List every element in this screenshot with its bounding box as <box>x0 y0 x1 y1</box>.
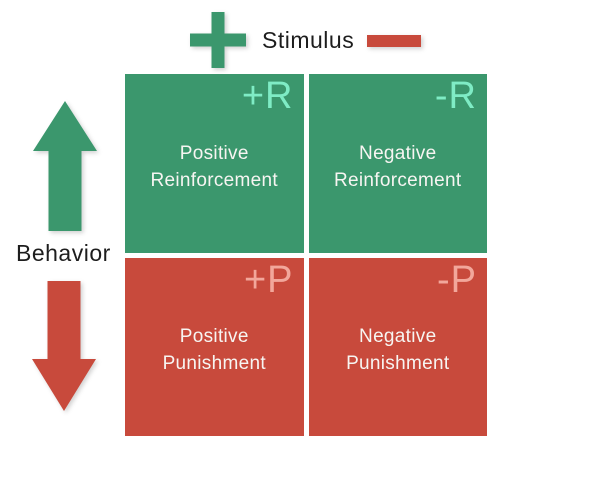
arrow-up-icon <box>33 101 97 236</box>
arrow-down-icon <box>32 281 96 416</box>
minus-icon <box>367 34 421 52</box>
plus-icon <box>190 12 246 73</box>
quadrant-label: Negative Reinforcement <box>334 142 462 191</box>
quadrant-negative-reinforcement: -R Negative Reinforcement <box>308 74 487 253</box>
quadrant-positive-punishment: +P Positive Punishment <box>125 257 304 436</box>
quadrant-label: Negative Punishment <box>346 326 450 375</box>
quadrant-label: Positive Punishment <box>162 326 266 375</box>
quadrant-grid: +R Positive Reinforcement -R Negative Re… <box>125 74 487 436</box>
quadrant-code: +R <box>241 75 294 117</box>
stimulus-axis-label: Stimulus <box>262 27 355 53</box>
quadrant-code: -R <box>434 75 477 117</box>
quadrant-negative-punishment: -P Negative Punishment <box>308 257 487 436</box>
quadrant-label: Positive Reinforcement <box>150 142 278 191</box>
quadrant-code: -P <box>437 258 477 301</box>
quadrant-code: +P <box>243 258 294 301</box>
quadrant-positive-reinforcement: +R Positive Reinforcement <box>125 74 304 253</box>
behavior-axis-label: Behavior <box>16 240 111 266</box>
